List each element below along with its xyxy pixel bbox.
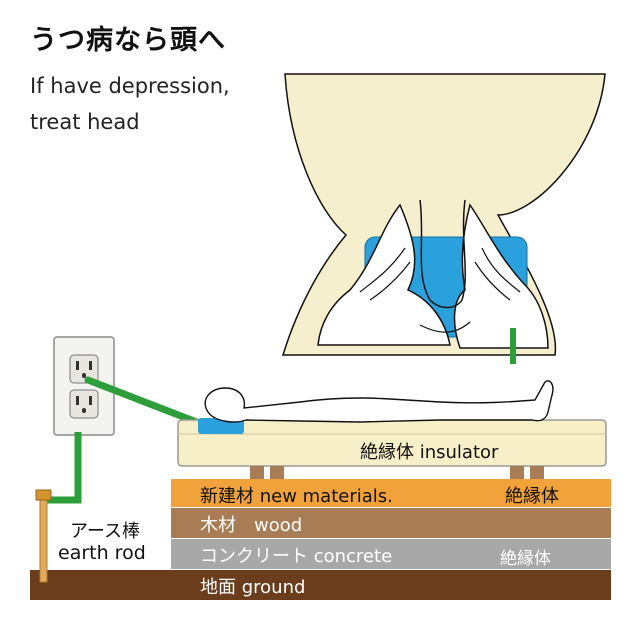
- new-materials-insulator-note: 絶縁体: [505, 486, 559, 507]
- nose-outline: [419, 199, 466, 309]
- subtitle-line-1: If have depression,: [30, 74, 230, 98]
- outlet-to-rod-wire: [47, 432, 82, 504]
- ground-label: 地面 ground: [200, 577, 306, 598]
- subtitle-line-2: treat head: [30, 110, 140, 134]
- lying-body: [204, 380, 554, 423]
- new-materials-label: 新建材 new materials.: [200, 486, 393, 507]
- outlet-ground-hole: [82, 373, 86, 378]
- bed-leg: [530, 466, 544, 480]
- right-finger-line-2: [474, 261, 511, 301]
- face-and-hands: [317, 203, 451, 346]
- bed-insulator-label: 絶縁体 insulator: [360, 442, 499, 463]
- layer-new-materials: [171, 479, 611, 507]
- layer-concrete: [171, 539, 611, 569]
- outlet-ground-hole: [82, 408, 86, 413]
- concrete-label: コンクリート concrete: [200, 546, 393, 567]
- wall-outlet: [53, 336, 115, 436]
- outlet-slot: [89, 361, 92, 370]
- outlet-socket-bottom: [69, 389, 99, 419]
- left-finger-line-2: [369, 261, 411, 301]
- layer-wood: [171, 508, 611, 538]
- earth-rod: [39, 489, 48, 583]
- earth-rod-label-en: earth rod: [58, 542, 146, 564]
- mouth-line: [419, 321, 471, 333]
- concrete-insulator-note: 絶縁体: [500, 549, 551, 569]
- earth-rod-clamp: [35, 489, 52, 501]
- head-pad-wire: [510, 328, 516, 364]
- earth-rod-label-jp: アース棒: [70, 521, 141, 542]
- layer-ground: [30, 570, 611, 600]
- bed-leg: [510, 466, 524, 480]
- outlet-slot: [89, 396, 92, 405]
- outlet-slot: [76, 396, 79, 405]
- bed-leg: [270, 466, 284, 480]
- bed-leg: [250, 466, 264, 480]
- outlet-slot: [76, 361, 79, 370]
- wood-label: 木材 wood: [200, 515, 303, 536]
- right-finger-line: [481, 247, 521, 293]
- page-title: うつ病なら頭へ: [30, 25, 226, 56]
- left-finger-line: [359, 247, 406, 293]
